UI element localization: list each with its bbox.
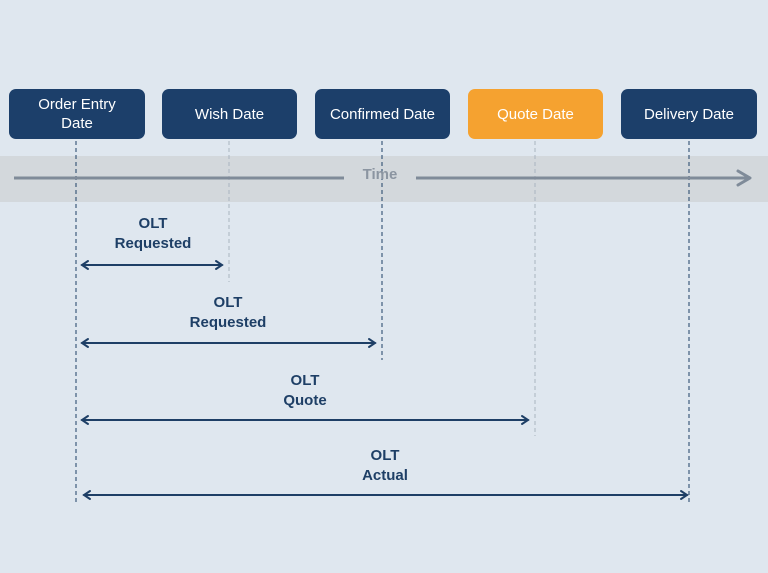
span-label-4: OLT Actual bbox=[315, 446, 455, 486]
span-label-2: OLT Requested bbox=[158, 293, 298, 333]
milestone-order-entry-date: Order Entry Date bbox=[9, 89, 145, 139]
milestone-quote-date: Quote Date bbox=[468, 89, 603, 139]
span-arrow-4 bbox=[82, 490, 689, 500]
milestone-wish-date: Wish Date bbox=[162, 89, 297, 139]
milestone-delivery-date: Delivery Date bbox=[621, 89, 757, 139]
span-label-4-line1: OLT bbox=[370, 447, 400, 464]
milestone-confirmed-date: Confirmed Date bbox=[315, 89, 450, 139]
span-label-3: OLT Quote bbox=[235, 371, 375, 411]
span-label-4-line2: Actual bbox=[362, 467, 408, 484]
span-label-1: OLT Requested bbox=[83, 214, 223, 254]
span-arrow-3 bbox=[80, 415, 530, 425]
span-label-2-line2: Requested bbox=[189, 314, 267, 331]
span-arrow-2 bbox=[80, 338, 377, 348]
time-arrowhead bbox=[736, 169, 752, 187]
time-label: Time bbox=[362, 166, 398, 183]
span-arrow-1 bbox=[80, 260, 224, 270]
span-label-1-line2: Requested bbox=[114, 235, 192, 252]
span-label-3-line2: Quote bbox=[283, 392, 327, 409]
span-label-1-line1: OLT bbox=[138, 215, 168, 232]
span-label-2-line1: OLT bbox=[213, 294, 243, 311]
span-label-3-line1: OLT bbox=[290, 372, 320, 389]
